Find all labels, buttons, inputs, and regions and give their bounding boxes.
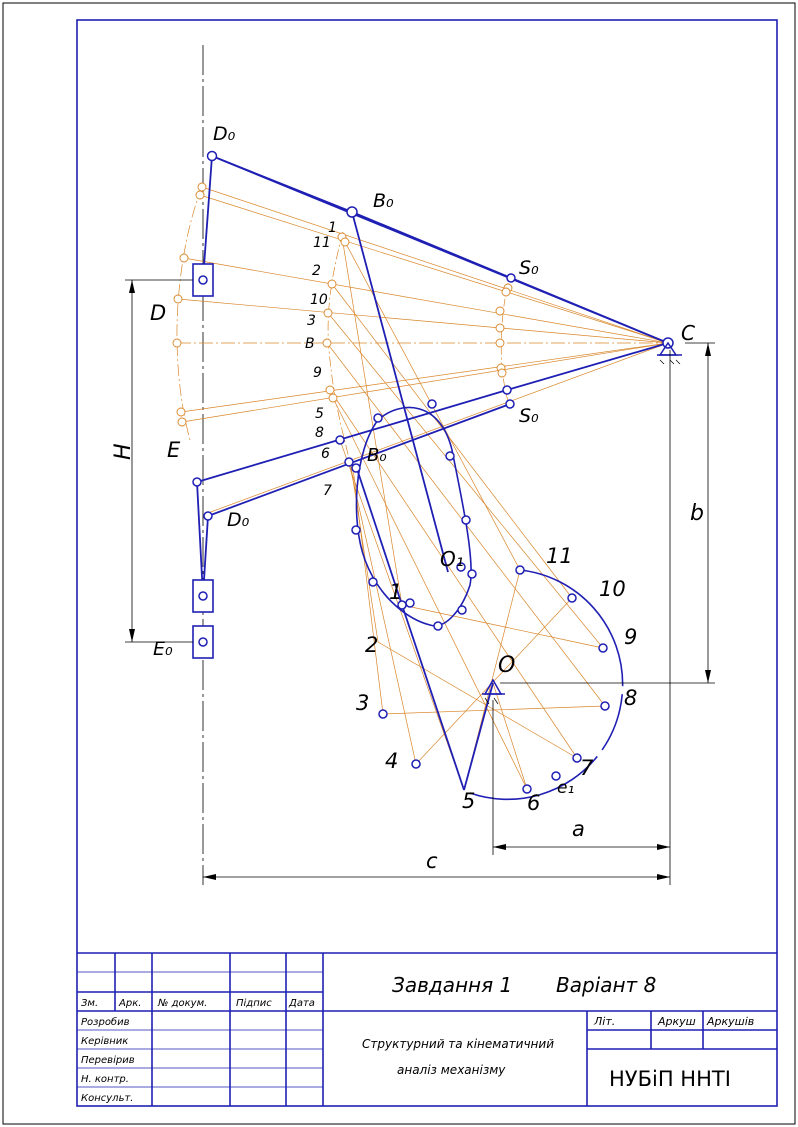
rocker-position-2 [196, 342, 669, 483]
lit-label: Літ. [593, 1015, 615, 1028]
crank-pos: 5 [462, 789, 475, 813]
coupler-pos: B [305, 336, 315, 352]
sheet-label: Аркуш [657, 1015, 696, 1028]
link-crank-5 [401, 604, 465, 791]
construction-lines [176, 186, 669, 791]
label-dim-c: c [426, 849, 438, 873]
crank-pos: 11 [546, 544, 573, 568]
coupler-pos: 8 [315, 425, 324, 441]
link-d0-s0 [207, 403, 511, 517]
crank-pos: 7 [580, 756, 594, 780]
coupler-pos: 5 [315, 406, 324, 422]
dimension-lines [125, 279, 715, 885]
link-b0-crank-1 [355, 465, 403, 606]
label-b0-mid: B₀ [367, 445, 387, 466]
coupler-position-labels: 1 11 2 10 3 B 9 5 8 6 7 [305, 220, 337, 499]
label-dim-a: a [572, 817, 585, 841]
title-block-text: Завдання 1 Варіант 8 Зм. Арк. № докум. П… [81, 973, 754, 1104]
variant-title: Варіант 8 [556, 973, 656, 997]
point-labels: D₀ B₀ S₀ C D E H S₀ B₀ D₀ E₀ O₁ O b a c … [111, 123, 704, 873]
label-dim-b: b [690, 501, 704, 526]
title-block-thin [77, 971, 323, 1088]
row-developed: Розробив [81, 1016, 130, 1028]
link-e-slider [196, 481, 204, 597]
label-b0: B₀ [373, 190, 394, 212]
col-ark: Арк. [118, 998, 141, 1009]
crank-pos: 3 [356, 691, 369, 715]
title-block [77, 952, 777, 1106]
crank-pos: 4 [385, 749, 398, 773]
crank-arm [463, 682, 494, 791]
crank-pos: 1 [389, 580, 402, 604]
crank-pos: 10 [599, 577, 626, 601]
label-c: C [681, 321, 695, 345]
organization: НУБіП ННТІ [609, 1067, 731, 1091]
assignment-title: Завдання 1 [392, 973, 512, 997]
row-norm: Н. контр. [81, 1074, 129, 1085]
point-d-trajectory [176, 186, 203, 441]
label-d0-bottom: D₀ [227, 509, 250, 531]
drawing-frame [76, 19, 778, 1107]
coupler-pos: 9 [313, 365, 322, 381]
coupler-pos: 3 [307, 313, 316, 329]
construction-points [172, 182, 513, 427]
label-o1: O₁ [440, 547, 464, 571]
coupler-pos: 6 [321, 446, 330, 462]
col-date: Дата [288, 998, 315, 1009]
label-d: D [150, 301, 166, 325]
mechanism-links [196, 155, 669, 791]
link-b0-crank [351, 211, 449, 573]
crank-pos: 6 [527, 791, 540, 815]
row-checked: Перевірив [81, 1054, 135, 1066]
crank-pos: 8 [624, 686, 637, 710]
point-b-trajectory [327, 231, 351, 463]
label-e0: E₀ [153, 638, 173, 660]
coupler-pos: 2 [312, 263, 321, 279]
coupler-pos: 10 [310, 292, 328, 308]
rocker-triangle-initial [211, 155, 669, 344]
label-o: O [498, 653, 515, 678]
crank-position-labels: 1 2 3 4 5 6 7 8 9 10 11 [356, 544, 637, 815]
crank-circle [469, 569, 624, 801]
row-consult: Консульт. [81, 1093, 133, 1104]
supports [456, 341, 682, 705]
coupler-pos: 7 [323, 483, 332, 499]
row-supervisor: Керівник [81, 1035, 128, 1047]
crank-pos: 2 [365, 633, 378, 657]
col-zm: Зм. [81, 998, 98, 1009]
label-h: H [111, 443, 136, 460]
label-e1: e₁ [557, 778, 574, 798]
coupler-pos: 11 [313, 235, 331, 251]
col-sign: Підпис [236, 997, 272, 1009]
link-d0-e [202, 155, 213, 281]
sheets-label: Аркушів [706, 1015, 754, 1028]
label-d0-top: D₀ [213, 123, 236, 145]
doc-name-line2: аналіз механізму [397, 1063, 506, 1077]
label-e: E [167, 438, 181, 462]
doc-name-line1: Структурний та кінематичний [362, 1037, 554, 1051]
coupler-pos: 1 [328, 220, 337, 236]
col-doc: № докум. [157, 998, 207, 1009]
label-s0-bottom: S₀ [519, 405, 539, 427]
crank-pos: 9 [624, 625, 637, 649]
label-s0-top: S₀ [519, 257, 539, 279]
dimension-arrows [129, 280, 711, 880]
